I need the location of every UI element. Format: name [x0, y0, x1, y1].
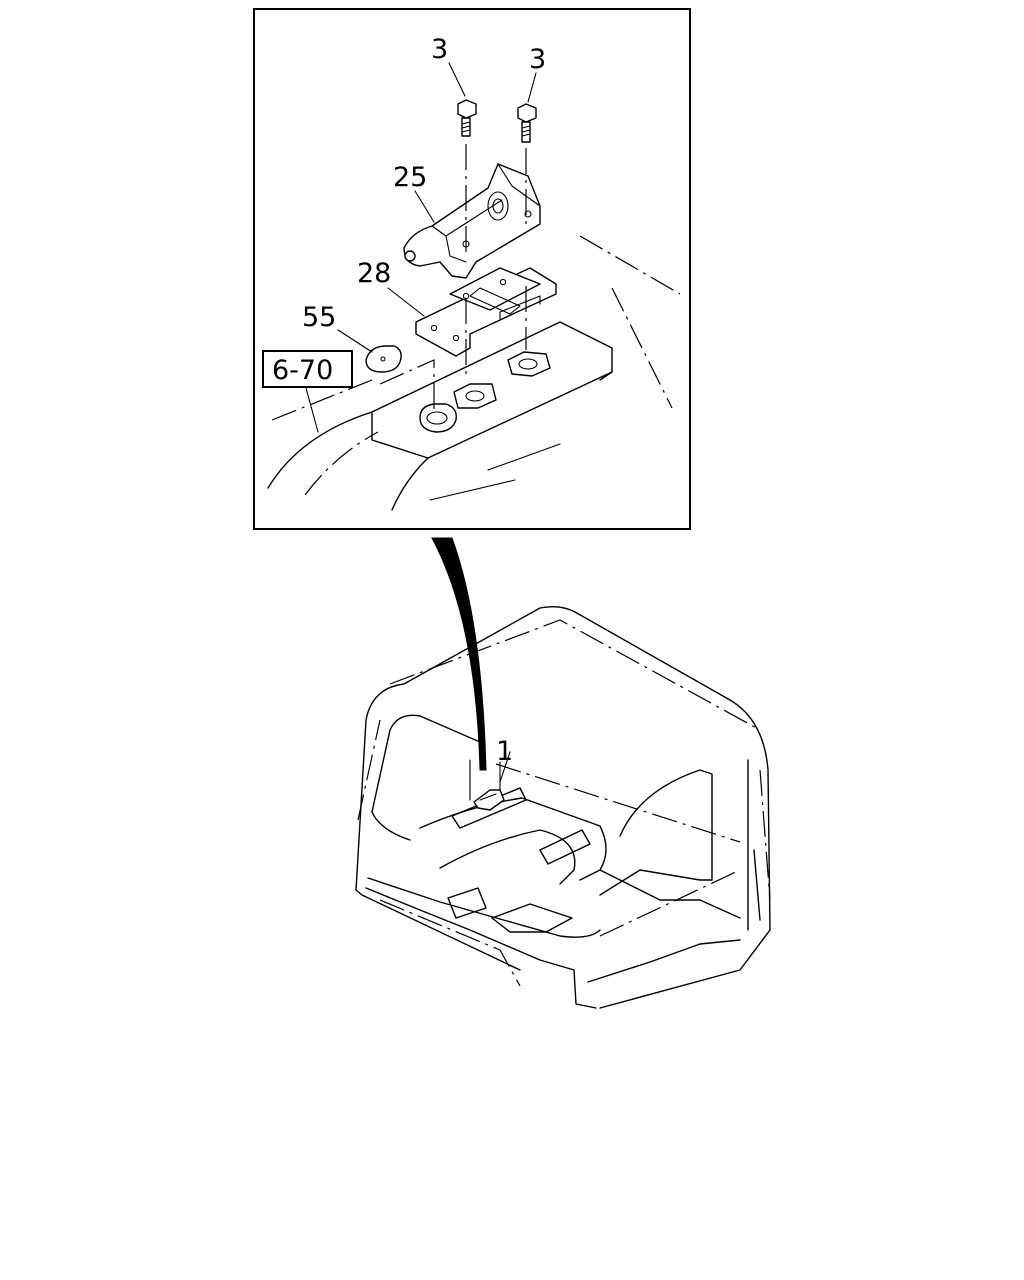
cab-overview — [355, 605, 771, 1009]
cap-plug — [365, 345, 402, 373]
callout-reference: 6-70 — [272, 355, 333, 386]
hinge-bracket — [415, 267, 557, 357]
bolt-right — [517, 103, 537, 143]
callout-assembly: 1 — [496, 736, 513, 767]
assembly-lines — [379, 144, 527, 410]
bolt-left — [457, 99, 477, 137]
callout-hinge: 25 — [393, 162, 427, 193]
detail-inset: 3 3 25 28 55 6-70 — [253, 8, 691, 530]
detail-pointer — [431, 537, 487, 771]
reference-box[interactable]: 6-70 — [262, 350, 353, 388]
callout-bolt-right: 3 — [529, 44, 546, 75]
hood-hinge — [403, 163, 541, 279]
leader-lines — [305, 62, 537, 433]
callout-bracket: 28 — [357, 258, 391, 289]
callout-plug: 55 — [302, 302, 336, 333]
mounting-pads — [419, 351, 551, 433]
callout-bolt-left: 3 — [431, 34, 448, 65]
floor-panel — [267, 235, 681, 511]
